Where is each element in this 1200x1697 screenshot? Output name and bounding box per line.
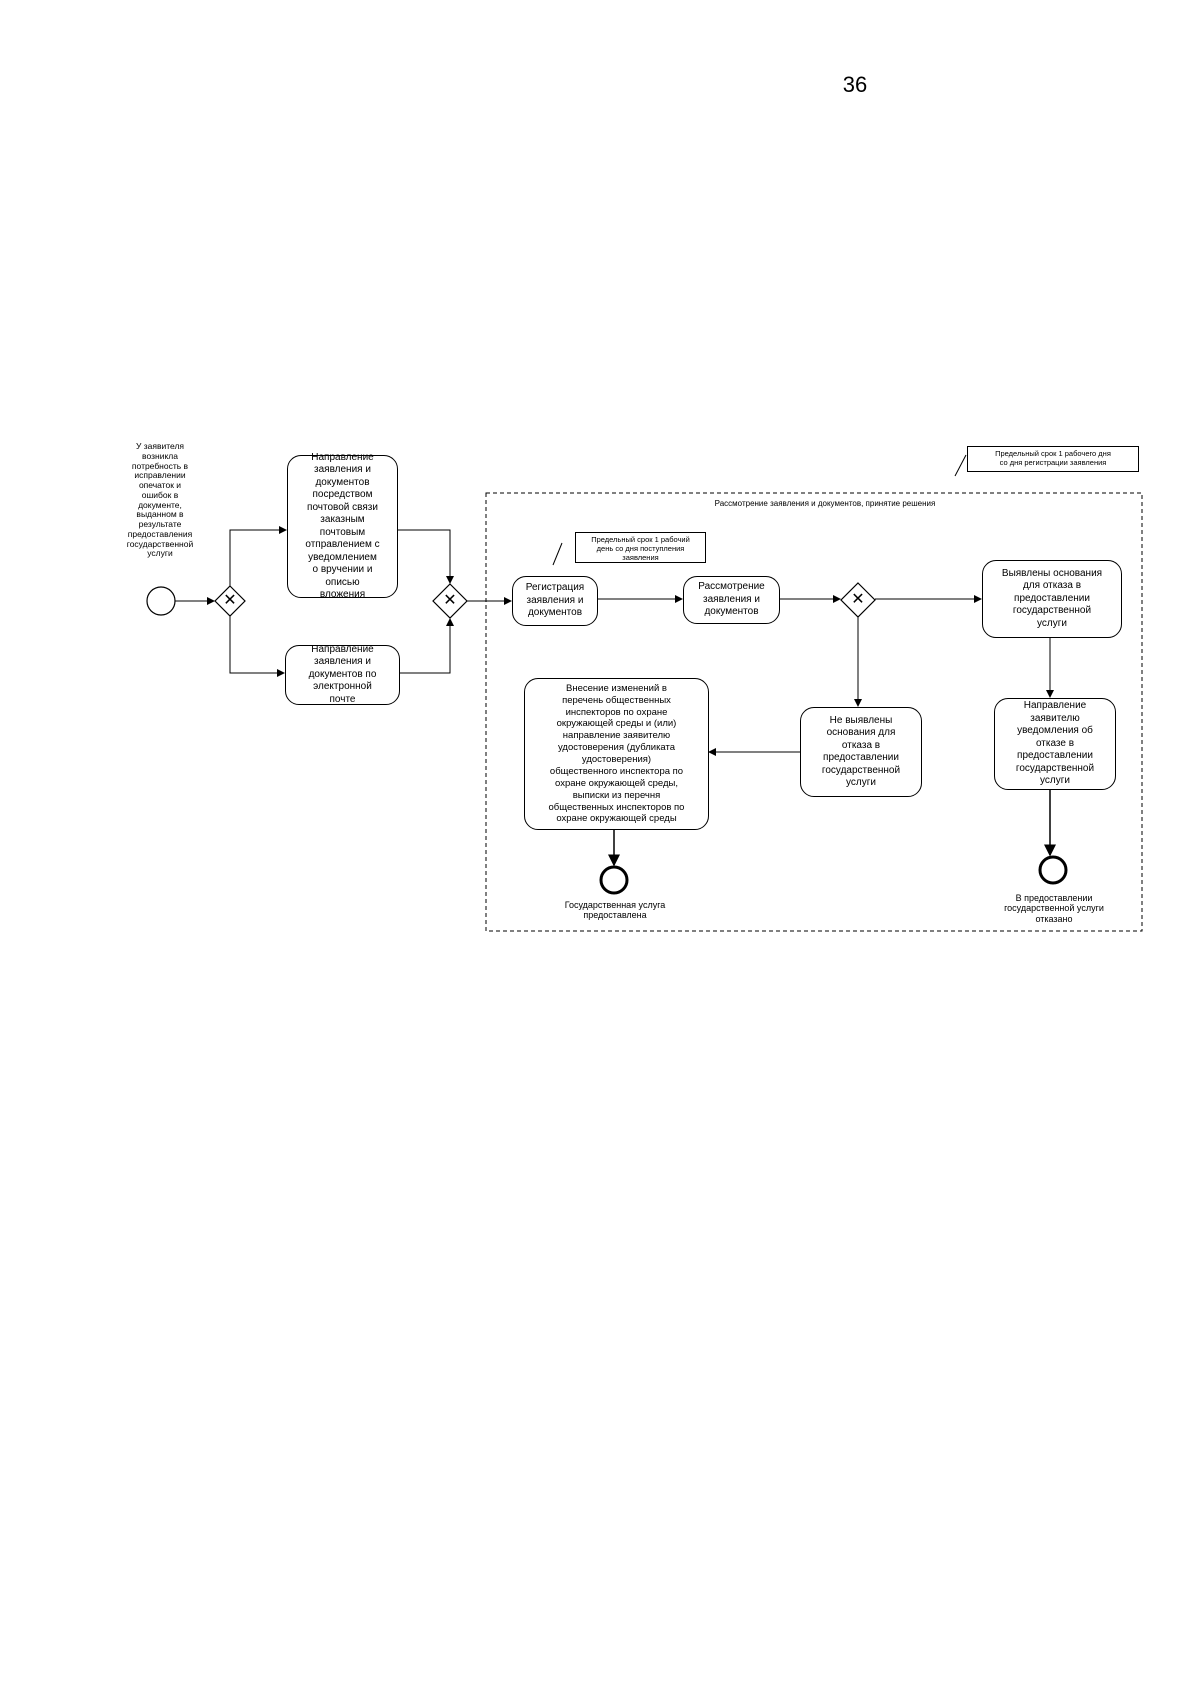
registration-note-connector (552, 542, 563, 566)
flow-email-to-merge (400, 618, 454, 674)
group-deadline-note: Предельный срок 1 рабочего дня со дня ре… (967, 446, 1139, 472)
group-title: Рассмотрение заявления и документов, при… (714, 499, 936, 508)
registration-deadline-note: Предельный срок 1 рабочий день со дня по… (575, 532, 706, 563)
start-event-label: У заявителя возникла потребность в испра… (126, 441, 194, 559)
task-email-submission: Направление заявления и документов по эл… (285, 644, 400, 705)
task-grounds-not-found: Не выявлены основания для отказа в предо… (800, 707, 922, 797)
end-event-refused (1038, 855, 1068, 885)
task-changes-and-certificate: Внесение изменений в перечень общественн… (524, 678, 709, 830)
task-registration: Регистрация заявления и документов (512, 576, 598, 626)
end-event-provided (599, 865, 629, 895)
end-event-refused-label: В предоставлении государственной услуги … (1004, 893, 1104, 924)
flow-gateway-to-email (229, 616, 285, 677)
task-postal-submission: Направление заявления и документов посре… (287, 452, 398, 600)
group-note-connector (954, 454, 967, 477)
task-grounds-found: Выявлены основания для отказа в предоста… (982, 560, 1122, 638)
split-gateway-x-icon: ✕ (223, 592, 237, 609)
start-event (146, 586, 176, 616)
group-boundary (485, 492, 1143, 932)
task-refusal-notice: Направление заявителю уведомления об отк… (994, 698, 1116, 790)
flow-gateway-to-postal (229, 526, 287, 586)
task-review: Рассмотрение заявления и документов (683, 576, 780, 624)
page-number: 36 (842, 72, 868, 97)
end-event-provided-label: Государственная услуга предоставлена (564, 900, 666, 921)
decision-gateway-x-icon: ✕ (851, 591, 865, 608)
flow-postal-to-merge (398, 529, 454, 584)
merge-gateway-x-icon: ✕ (443, 592, 457, 609)
